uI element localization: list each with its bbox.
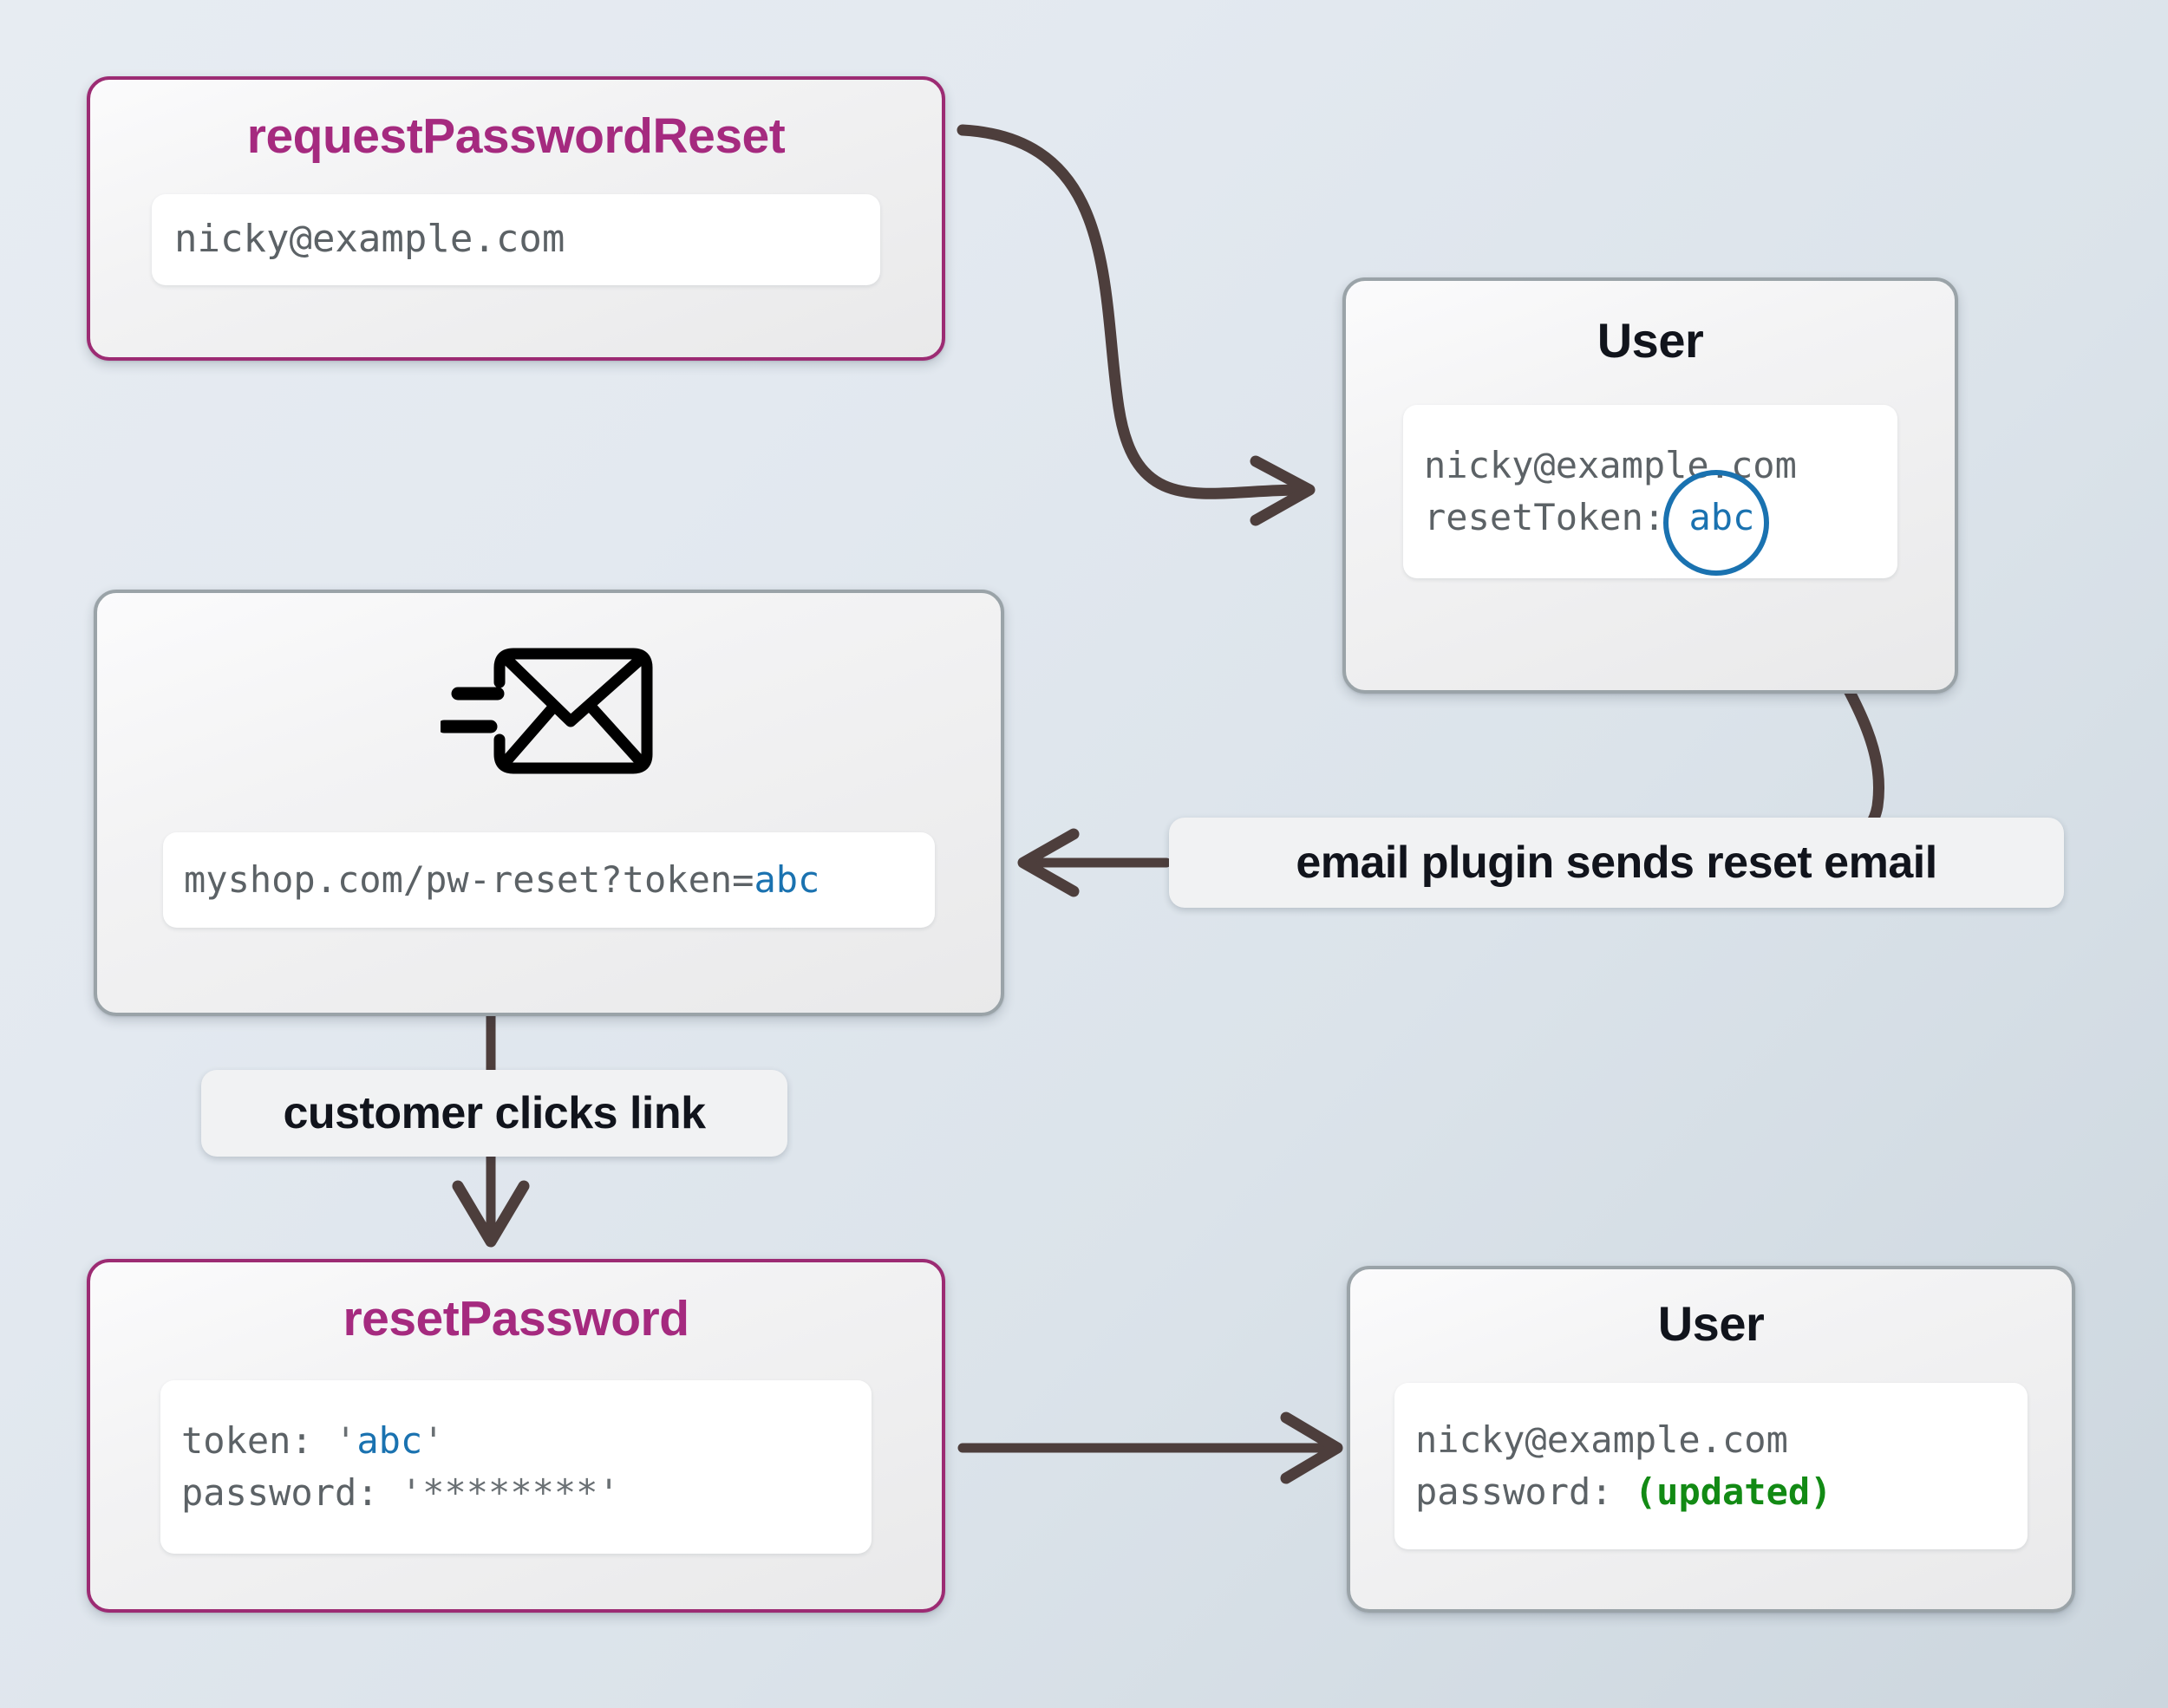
node-user-with-token[interactable]: User nicky@example.com resetToken: abc xyxy=(1342,277,1958,694)
panel-line-password: password: '********' xyxy=(181,1467,851,1519)
quote-close: ' xyxy=(422,1419,445,1463)
node-user-updated[interactable]: User nicky@example.com password: (update… xyxy=(1347,1266,2075,1613)
panel-line-email: nicky@example.com xyxy=(1415,1418,1788,1462)
edge-label-email-plugin[interactable]: email plugin sends reset email xyxy=(1169,818,2064,908)
node-email-message[interactable]: myshop.com/pw-reset?token=abc xyxy=(94,590,1004,1016)
password-label: password: xyxy=(181,1471,379,1514)
quote-open: ' xyxy=(400,1471,423,1514)
panel-line-token: token: 'abc' xyxy=(181,1415,851,1467)
panel-line: nicky@example.com xyxy=(174,217,565,262)
password-label: password: xyxy=(1415,1470,1613,1513)
node-request-password-reset[interactable]: requestPasswordReset nicky@example.com xyxy=(87,76,945,361)
arrow-request-to-user xyxy=(957,124,1316,526)
quote-open: ' xyxy=(335,1419,357,1463)
panel-line-password: password: (updated) xyxy=(1415,1466,2007,1518)
value-panel: nicky@example.com password: (updated) xyxy=(1394,1383,2028,1549)
url-token: abc xyxy=(754,858,820,902)
password-value: (updated) xyxy=(1634,1470,1832,1513)
panel-line-url: myshop.com/pw-reset?token=abc xyxy=(184,854,914,906)
circled-token: abc xyxy=(1662,469,1769,576)
node-reset-password[interactable]: resetPassword token: 'abc' password: '**… xyxy=(87,1259,945,1613)
node-title: resetPassword xyxy=(343,1291,689,1346)
envelope-send-icon-wrap xyxy=(441,642,657,780)
url-prefix: myshop.com/pw-reset?token= xyxy=(184,858,754,902)
panel-line-token: resetToken: abc xyxy=(1424,469,1877,576)
password-value: ******** xyxy=(422,1471,598,1514)
value-panel: nicky@example.com xyxy=(152,194,880,285)
arrow-plugin-to-email xyxy=(1017,828,1172,897)
node-title: User xyxy=(1657,1296,1765,1351)
token-label: token: xyxy=(181,1419,313,1463)
arrow-reset-to-user xyxy=(957,1411,1343,1484)
envelope-send-icon xyxy=(441,648,653,774)
token-value: abc xyxy=(1688,496,1755,538)
panel-line-email: nicky@example.com xyxy=(1424,444,1797,487)
node-title: User xyxy=(1597,313,1704,368)
quote-close: ' xyxy=(598,1471,620,1514)
value-panel: nicky@example.com resetToken: abc xyxy=(1403,405,1897,578)
token-value: abc xyxy=(356,1419,423,1463)
token-label: resetToken: xyxy=(1424,496,1666,538)
value-panel: myshop.com/pw-reset?token=abc xyxy=(163,832,935,928)
value-panel: token: 'abc' password: '********' xyxy=(160,1380,872,1554)
node-title: requestPasswordReset xyxy=(246,108,786,164)
edge-label-customer-clicks[interactable]: customer clicks link xyxy=(201,1070,787,1157)
